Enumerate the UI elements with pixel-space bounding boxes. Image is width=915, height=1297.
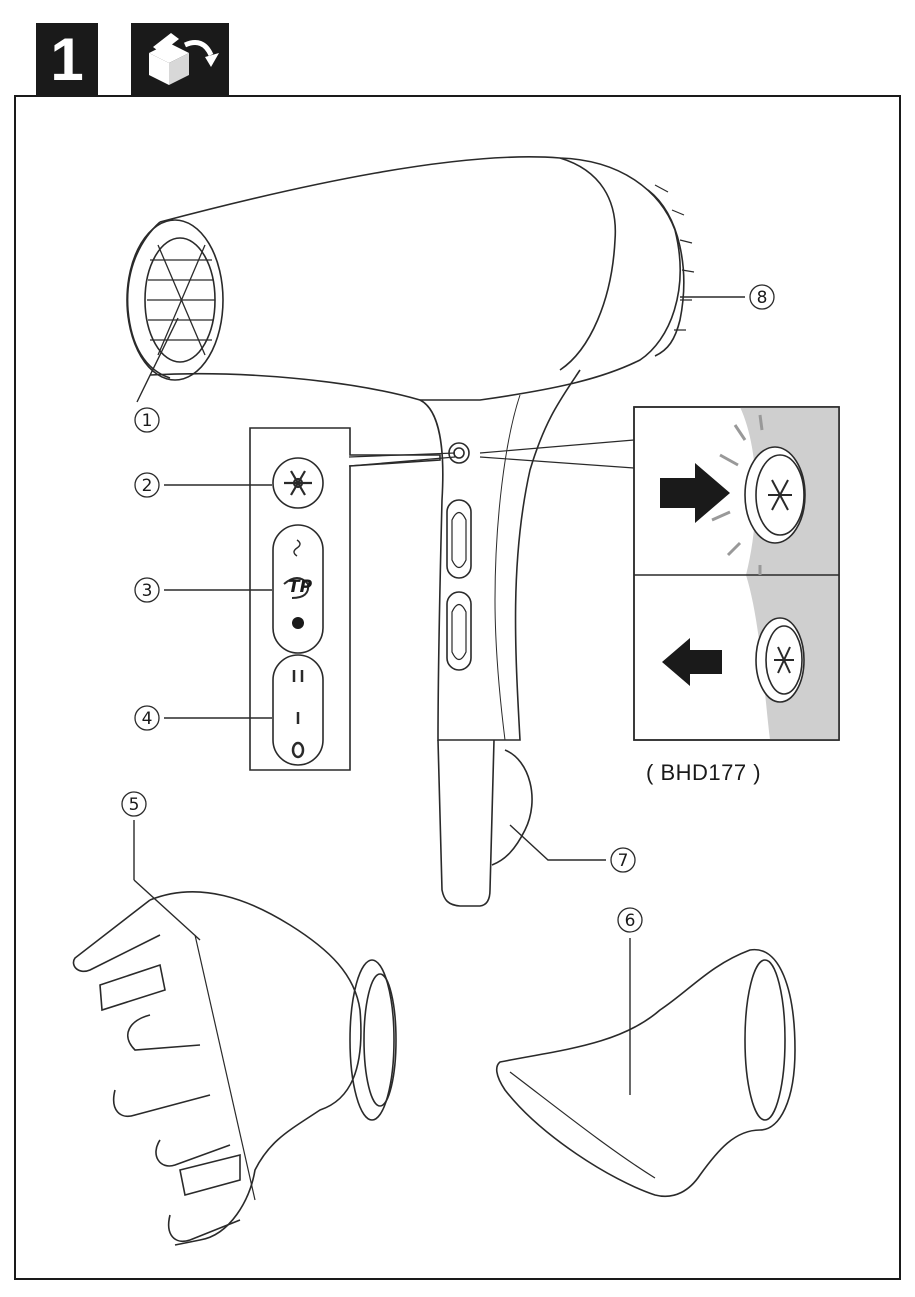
model-label: ( BHD177 ) (646, 760, 761, 786)
callout-2: 2 (135, 473, 159, 497)
callout-3: 3 (135, 578, 159, 602)
callout-5: 5 (122, 792, 146, 816)
svg-text:1: 1 (142, 411, 153, 431)
callout-8: 8 (750, 285, 774, 309)
svg-text:7: 7 (618, 851, 629, 871)
control-panel (250, 428, 455, 770)
callout-7: 7 (611, 848, 635, 872)
callout-4: 4 (135, 706, 159, 730)
tp-label: TP (288, 577, 313, 597)
callout-1: 1 (135, 408, 159, 432)
svg-text:5: 5 (129, 795, 140, 815)
hair-dryer (127, 157, 694, 906)
svg-text:3: 3 (142, 581, 153, 601)
svg-text:6: 6 (625, 911, 636, 931)
svg-text:4: 4 (142, 709, 153, 729)
callout-6: 6 (618, 908, 642, 932)
svg-text:2: 2 (142, 476, 153, 496)
diffuser (73, 892, 396, 1245)
svg-text:8: 8 (757, 288, 768, 308)
concentrator (497, 950, 795, 1197)
